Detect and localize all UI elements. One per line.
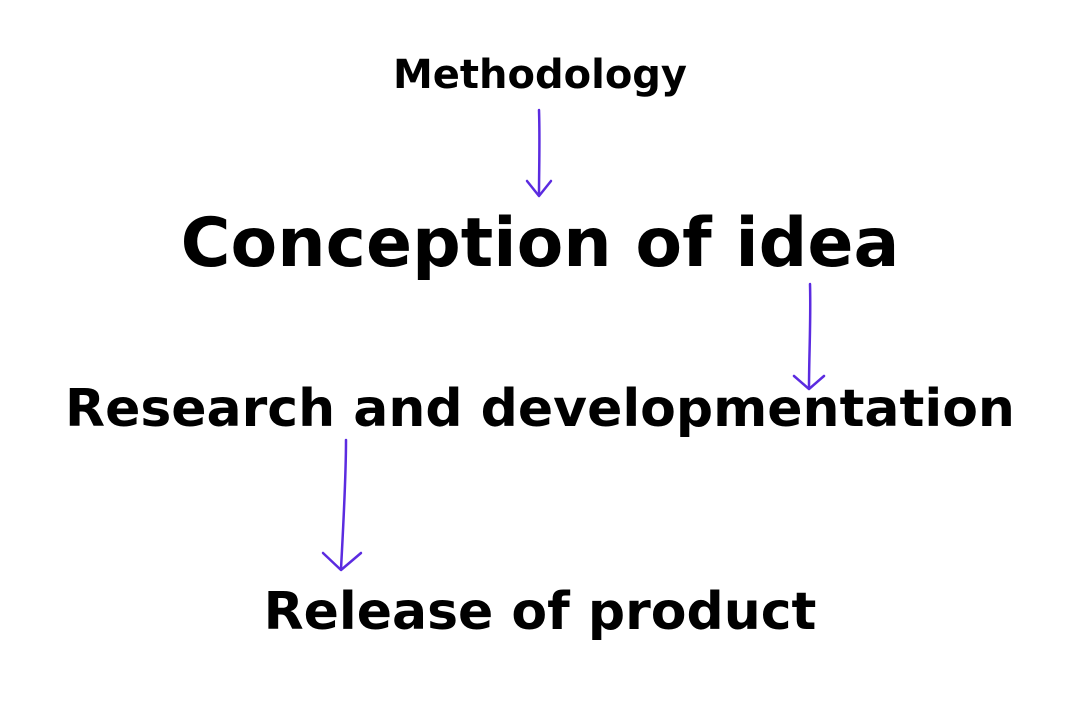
arrow-research-to-release [321, 438, 363, 572]
node-conception-of-idea: Conception of idea [0, 210, 1080, 278]
arrow-head [792, 374, 826, 391]
arrow-shaft [807, 282, 812, 390]
arrow-shaft [339, 438, 348, 571]
node-research-label: Research and developmentation [65, 379, 1015, 439]
node-release-label: Release of product [263, 582, 817, 642]
node-methodology: Methodology [0, 55, 1080, 95]
node-research-and-development: Research and developmentation [0, 383, 1080, 435]
arrow-head [525, 179, 553, 198]
arrow-methodology-to-conception [525, 108, 553, 198]
node-release-of-product: Release of product [0, 586, 1080, 638]
node-conception-label: Conception of idea [180, 204, 900, 283]
arrow-conception-to-research [792, 282, 826, 391]
arrow-head [321, 551, 363, 572]
node-methodology-label: Methodology [392, 52, 688, 98]
